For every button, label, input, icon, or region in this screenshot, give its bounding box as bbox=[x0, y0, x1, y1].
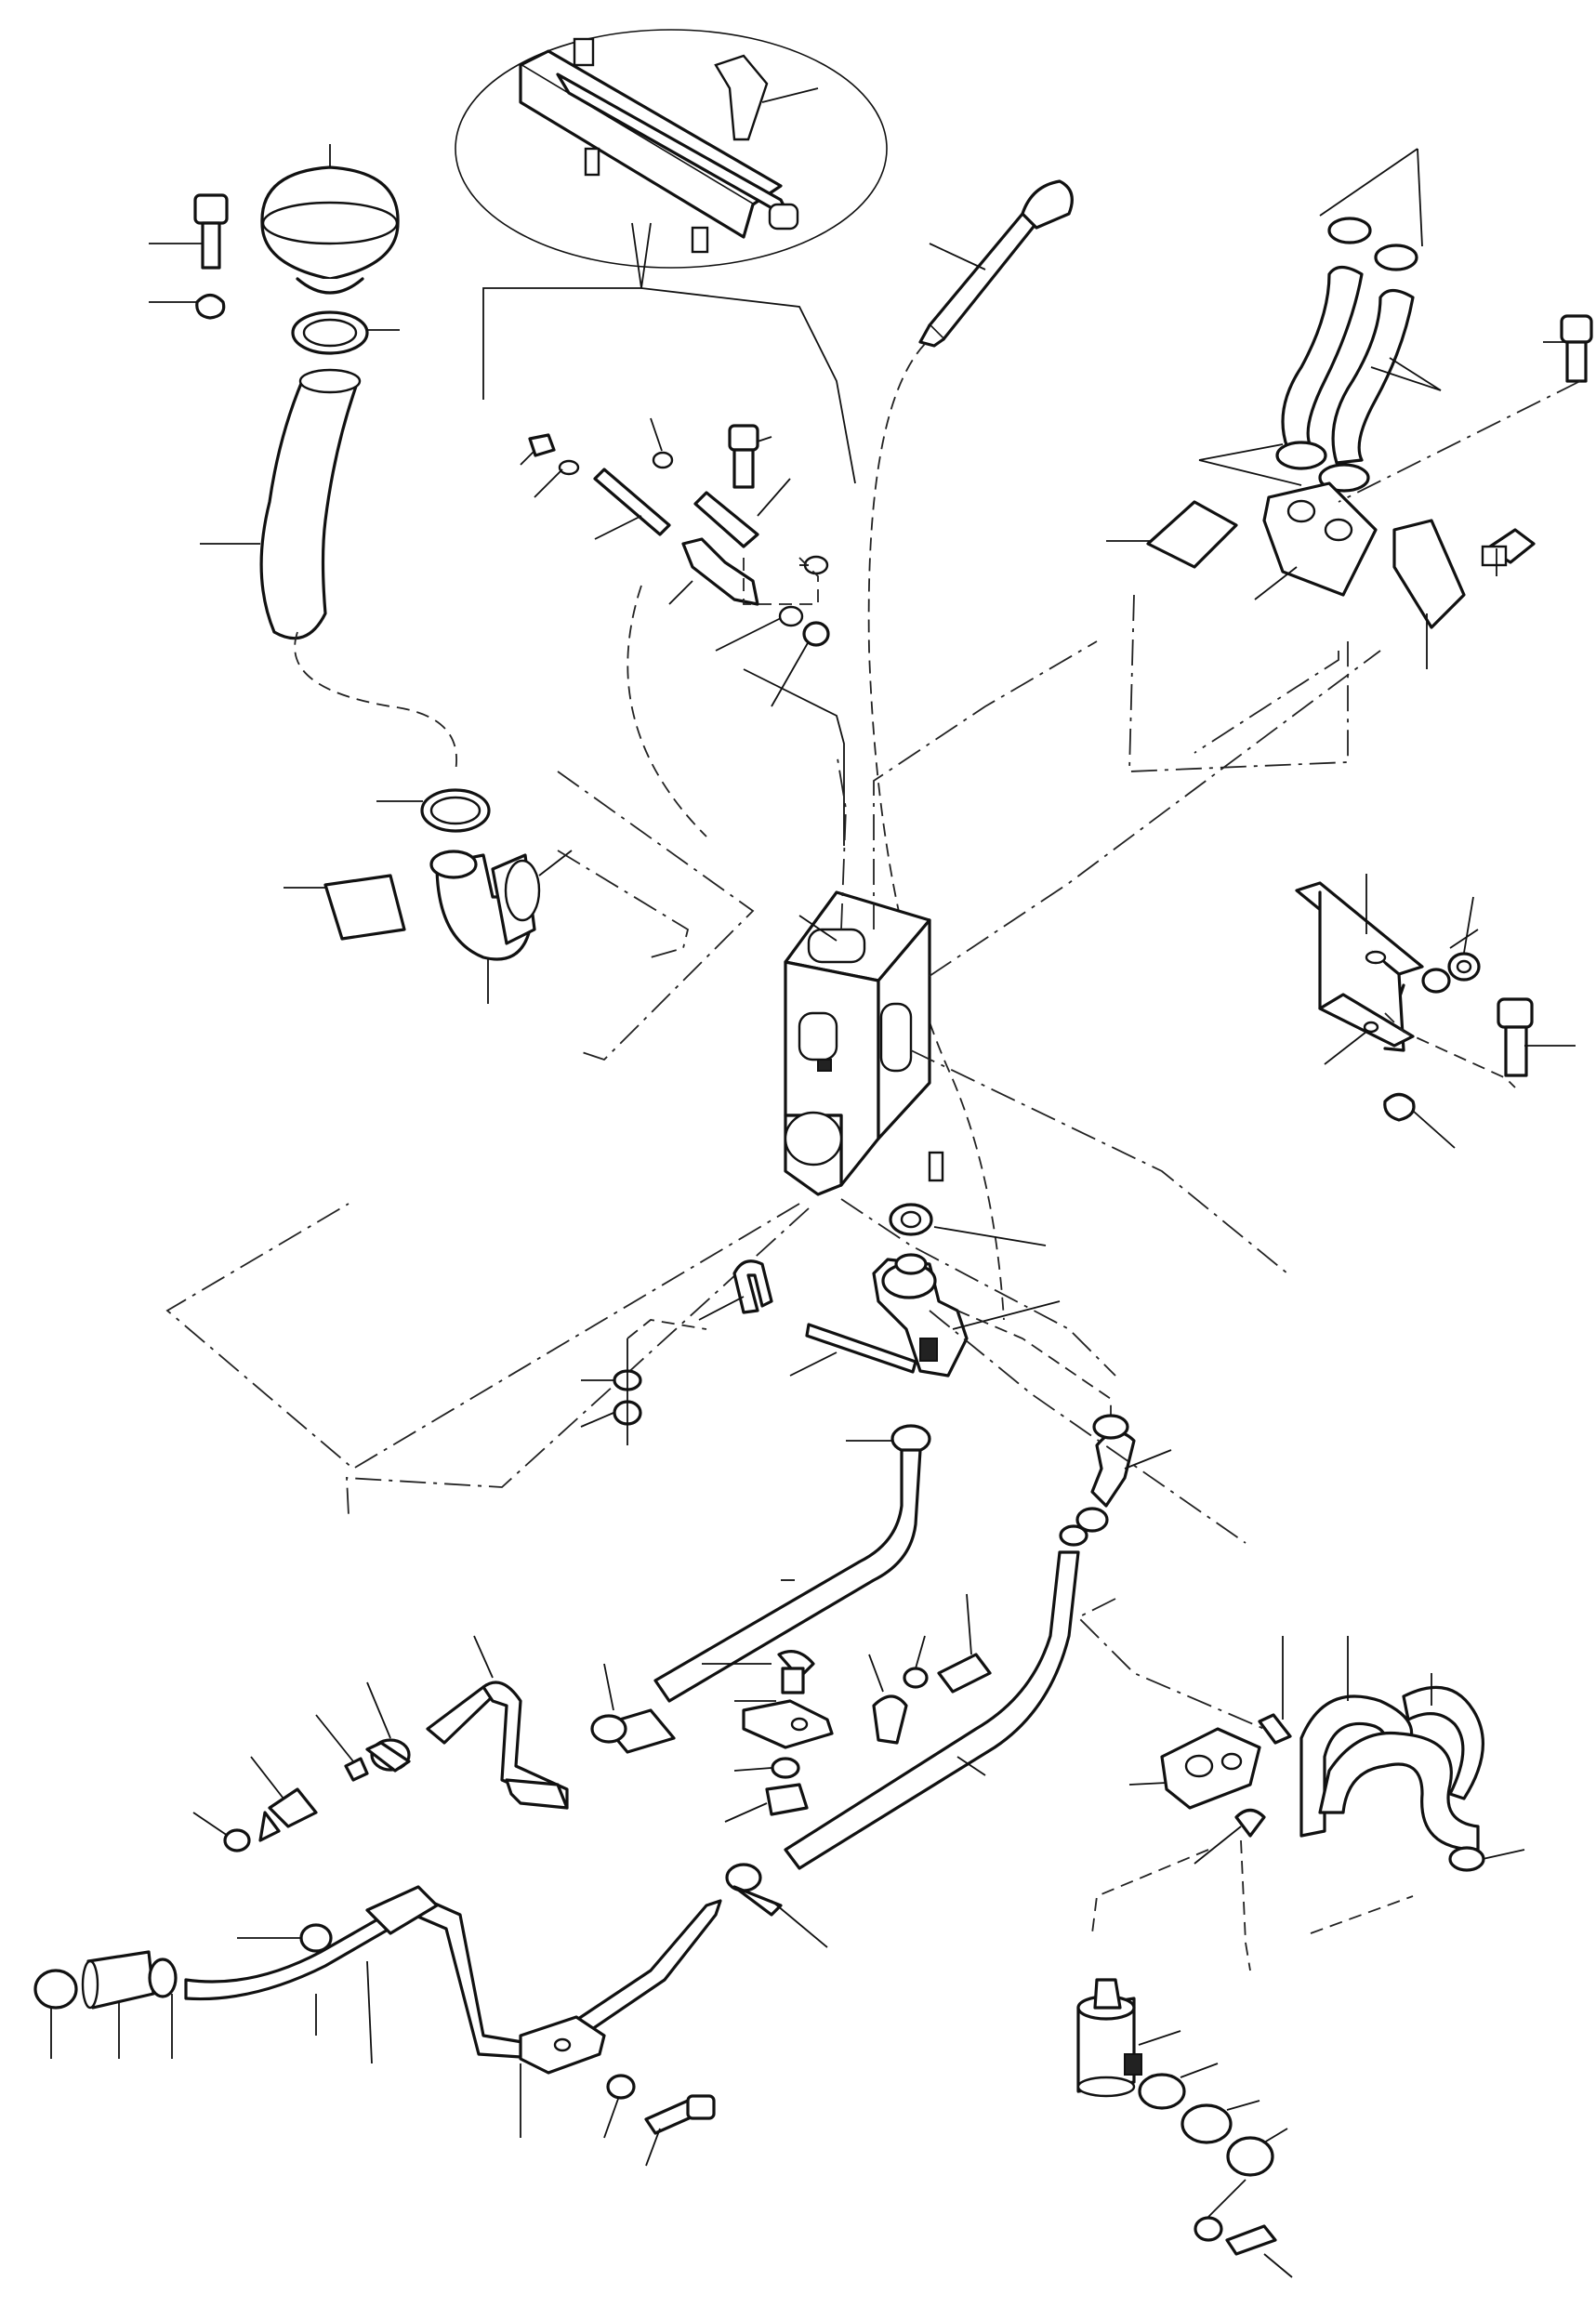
radiator-cap-assembly bbox=[149, 144, 457, 772]
valve-and-clamps bbox=[580, 1203, 1112, 1454]
heater-hose-assembly bbox=[1076, 1636, 1525, 2278]
lower-right-frame bbox=[929, 1310, 1265, 1730]
thermostat-housing-block bbox=[165, 585, 1381, 1516]
detail-inset-radiator-frame bbox=[455, 29, 888, 269]
upper-right-hose-set bbox=[1106, 148, 1593, 772]
dipstick-gauge bbox=[867, 179, 1074, 1321]
inset-leader-bracket bbox=[482, 222, 856, 484]
water-inlet-elbow bbox=[284, 771, 755, 1061]
mounting-bracket bbox=[1295, 874, 1576, 1149]
upper-fastener-group bbox=[520, 417, 845, 846]
lower-hose-set bbox=[33, 1414, 1172, 2167]
